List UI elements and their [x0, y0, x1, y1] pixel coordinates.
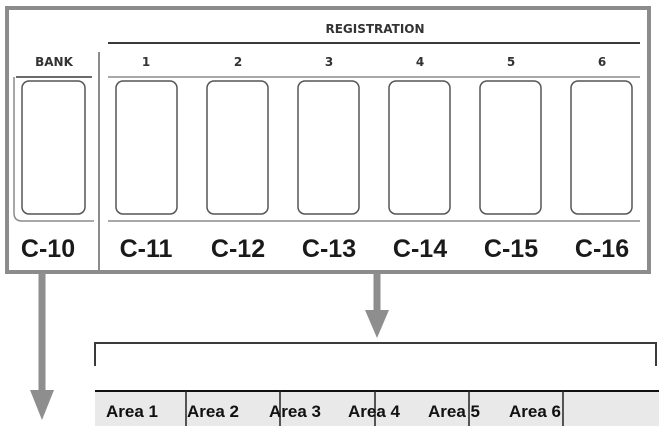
- bank-button[interactable]: [21, 80, 86, 215]
- registration-code-2: C-12: [211, 235, 265, 263]
- bank-code: C-10: [21, 235, 75, 263]
- registration-number-6: 6: [598, 55, 606, 69]
- registration-code-5: C-15: [484, 235, 538, 263]
- bank-label: BANK: [35, 55, 73, 69]
- registration-code-3: C-13: [302, 235, 356, 263]
- panel-frame: [5, 6, 651, 274]
- registration-number-1: 1: [142, 55, 150, 69]
- registration-button-6[interactable]: [570, 80, 633, 215]
- registration-button-3[interactable]: [297, 80, 360, 215]
- area-label-4: Area 4: [348, 402, 401, 421]
- registration-code-4: C-14: [393, 235, 447, 263]
- area-label-1: Area 1: [106, 402, 158, 421]
- registration-number-2: 2: [234, 55, 242, 69]
- registration-code-1: C-11: [120, 235, 173, 263]
- registration-arrow-icon: [365, 273, 389, 338]
- areas-bracket: [94, 342, 657, 366]
- registration-button-2[interactable]: [206, 80, 269, 215]
- bank-arrow-icon: [30, 273, 54, 420]
- registration-label: REGISTRATION: [325, 22, 424, 36]
- area-label-6: Area 6: [509, 402, 561, 421]
- area-label-3: Area 3: [269, 402, 321, 421]
- registration-button-1[interactable]: [115, 80, 178, 215]
- area-label-2: Area 2: [187, 402, 239, 421]
- registration-number-3: 3: [325, 55, 333, 69]
- area-label-5: Area 5: [428, 402, 480, 421]
- registration-number-4: 4: [416, 55, 424, 69]
- area-strip: [95, 391, 659, 426]
- registration-button-5[interactable]: [479, 80, 542, 215]
- bank-bracket: [13, 77, 94, 222]
- registration-button-4[interactable]: [388, 80, 451, 215]
- registration-number-5: 5: [507, 55, 515, 69]
- registration-code-6: C-16: [575, 235, 629, 263]
